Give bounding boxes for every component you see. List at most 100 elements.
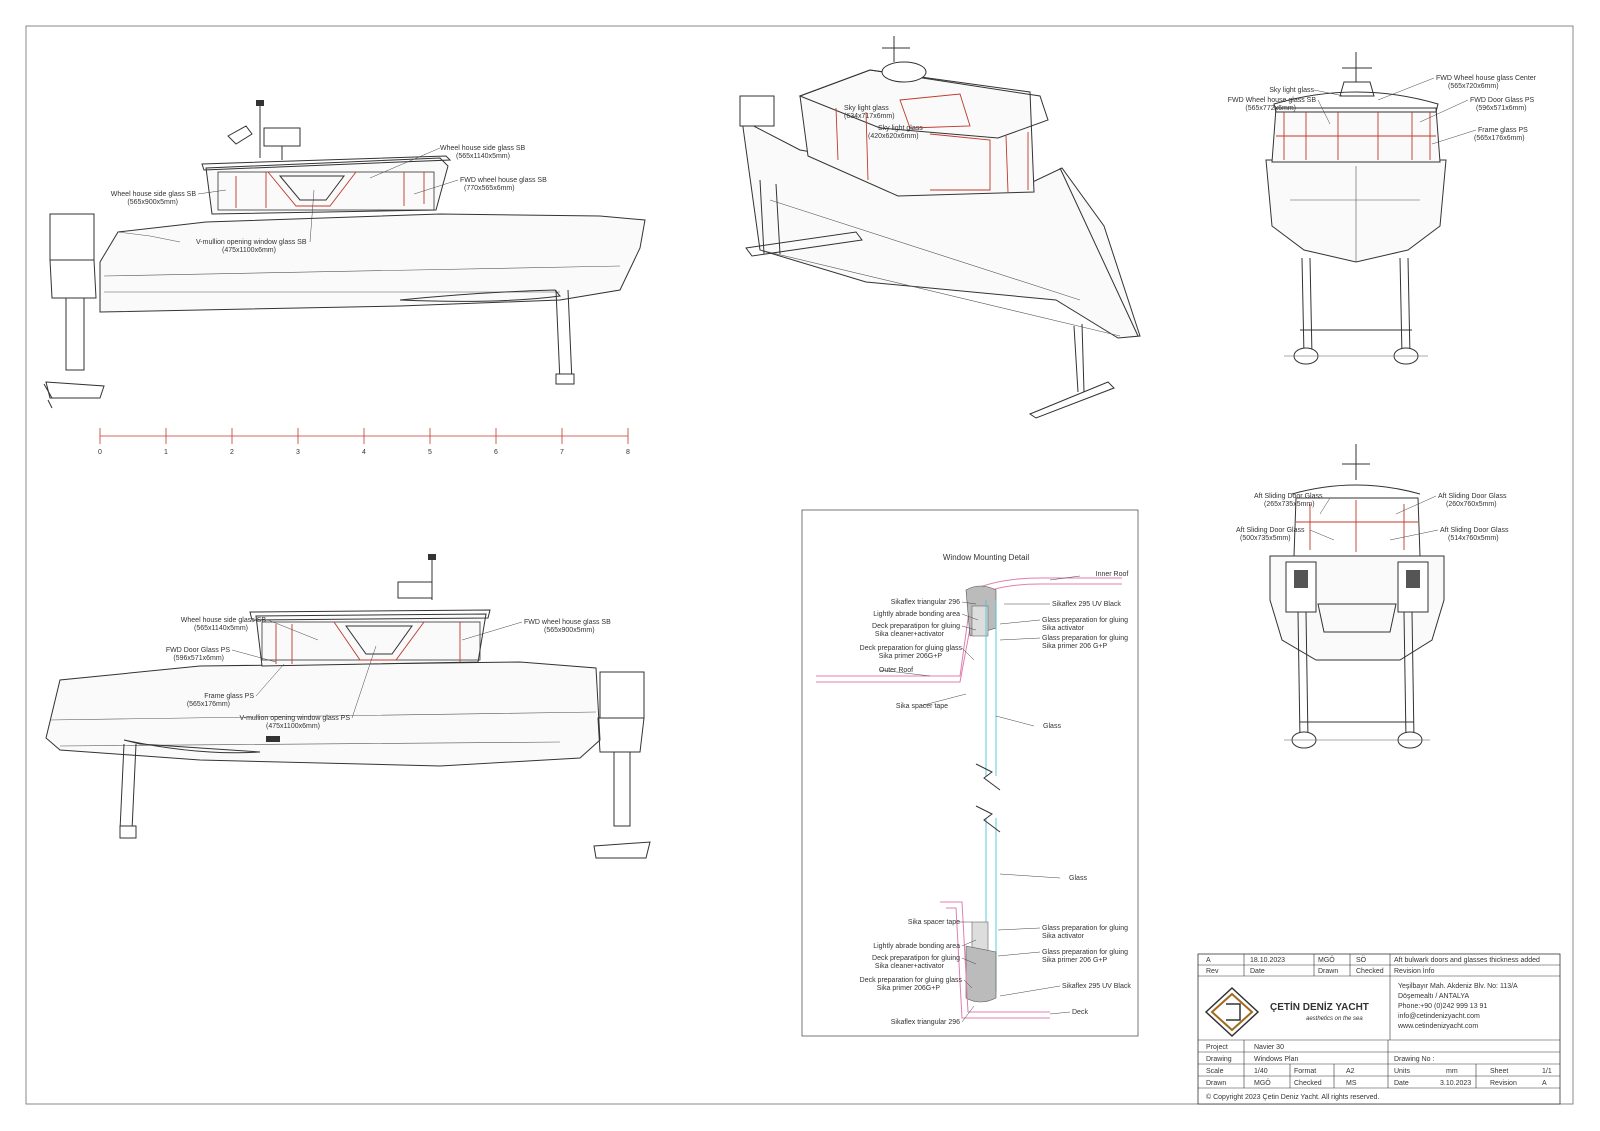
label-ps-1a: FWD wheel house glass SB (524, 619, 611, 626)
detail-title: Window Mounting Detail (943, 553, 1029, 562)
detail-label-21: Sika primer 206 G+P (1042, 957, 1107, 964)
label-aft-1a: Aft Sliding Door Glass (1438, 493, 1507, 500)
label-aft-3a: Aft Sliding Door Glass (1440, 527, 1509, 534)
label-persp-0a: Sky light glass (844, 105, 889, 112)
title-block: A 18.10.2023 MGÖ SÖ Aft bulwark doors an… (1197, 953, 1561, 1105)
detail-label-20: Glass preparation for gluing (1042, 949, 1128, 956)
label-sb-2a: FWD wheel house glass SB (460, 177, 547, 184)
tb-drawing-label: Drawing (1206, 1056, 1232, 1063)
label-sb-0a: Wheel house side glass SB (440, 145, 526, 152)
tb-sheet: 1/1 (1542, 1068, 1552, 1075)
detail-label-23: Sika cleaner+activator (875, 963, 945, 970)
detail-label-26: Sikaflex 295 UV Black (1062, 983, 1131, 990)
label-front-2a: FWD Wheel house glass SB (1228, 97, 1317, 104)
scale-tick-label: 1 (164, 449, 168, 456)
perspective-view (739, 36, 1141, 419)
label-ps-0a: Wheel house side glass SB (181, 617, 267, 624)
label-front-0a: FWD Wheel house glass Center (1436, 75, 1537, 82)
tb-checked: MS (1346, 1080, 1357, 1087)
tb-drawing-no-label: Drawing No : (1394, 1056, 1435, 1063)
detail-label-7: Sika cleaner+activator (875, 631, 945, 638)
side-view-ps (45, 554, 651, 859)
tb-date-label: Date (1394, 1080, 1409, 1087)
scale-tick-label: 7 (560, 449, 564, 456)
label-persp-1b: (420x620x6mm) (868, 133, 919, 140)
company-tagline: aesthetics on the sea (1306, 1016, 1363, 1022)
label-front-3b: (596x571x6mm) (1476, 105, 1527, 112)
side-view-sb (43, 100, 646, 409)
detail-label-0: Inner Roof (1096, 571, 1129, 578)
address-line-2: Phone:+90 (0)242 999 13 91 (1398, 1003, 1487, 1010)
label-front-1a: Sky light glass (1269, 87, 1314, 94)
address-line-4: www.cetindenizyacht.com (1397, 1023, 1478, 1030)
tb-units: mm (1446, 1068, 1458, 1075)
scale-tick-label: 5 (428, 449, 432, 456)
detail-label-11: Sika primer 206G+P (879, 653, 943, 660)
label-front-4a: Frame glass PS (1478, 127, 1528, 134)
detail-label-5: Sika activator (1042, 625, 1085, 632)
tb-units-label: Units (1394, 1068, 1410, 1075)
label-sb-3a: V-mullion opening window glass SB (196, 239, 307, 246)
tb-project: Navier 30 (1254, 1044, 1284, 1051)
tb-date: 3.10.2023 (1440, 1080, 1471, 1087)
sheet-border (25, 25, 1574, 1105)
tb-drawn-label: Drawn (1206, 1080, 1226, 1087)
tb-rev-drawn: MGÖ (1318, 956, 1335, 964)
detail-label-13: Sika spacer tape (896, 703, 948, 710)
detail-label-15: Glass (1069, 875, 1087, 882)
tb-format: A2 (1346, 1068, 1355, 1075)
detail-label-3: Lightly abrade bonding area (873, 611, 960, 618)
label-front-3a: FWD Door Glass PS (1470, 97, 1535, 104)
detail-label-12: Outer Roof (879, 667, 913, 674)
scale-tick-label: 8 (626, 449, 630, 456)
detail-label-22: Deck preparatipon for gluing (872, 955, 960, 962)
company-name: ÇETİN DENİZ YACHT (1270, 1000, 1369, 1013)
detail-label-1: Sikaflex triangular 296 (891, 599, 960, 606)
tb-revision: A (1542, 1080, 1547, 1087)
scale-tick-label: 4 (362, 449, 366, 456)
detail-label-14: Glass (1043, 723, 1061, 730)
label-sb-0b: (565x1140x5mm) (456, 153, 510, 160)
label-sb-3b: (475x1100x6mm) (222, 247, 276, 254)
tb-head-rev: Rev (1206, 968, 1219, 975)
tb-head-drawn: Drawn (1318, 968, 1338, 975)
label-sb-2b: (770x565x6mm) (464, 185, 515, 192)
detail-label-16: Sika spacer tape (908, 919, 960, 926)
front-view (1265, 52, 1447, 365)
tb-format-label: Format (1294, 1068, 1316, 1075)
label-ps-0b: (565x1140x5mm) (194, 625, 248, 632)
label-ps-2a: FWD Door Glass PS (166, 647, 231, 654)
label-ps-4b: (475x1100x6mm) (266, 723, 320, 730)
company-logo (1204, 986, 1260, 1038)
tb-scale-label: Scale (1206, 1068, 1224, 1075)
label-front-0b: (565x720x6mm) (1448, 83, 1499, 90)
label-sb-1b: (565x900x5mm) (127, 199, 178, 206)
detail-labels: Window Mounting Detail Inner Roof Sikafl… (860, 553, 1132, 1026)
tb-head-checked: Checked (1356, 968, 1384, 975)
detail-label-18: Sika activator (1042, 933, 1085, 940)
tb-sheet-label: Sheet (1490, 1068, 1508, 1075)
address-line-3: info@cetindenizyacht.com (1398, 1013, 1480, 1020)
detail-label-25: Sika primer 206G+P (877, 985, 941, 992)
tb-checked-label: Checked (1294, 1080, 1322, 1087)
tb-revision-label: Revision (1490, 1080, 1517, 1087)
label-ps-2b: (596x571x6mm) (173, 655, 224, 662)
window-mounting-detail (801, 509, 1139, 1037)
detail-label-19: Lightly abrade bonding area (873, 943, 960, 950)
detail-label-10: Deck preparation for gluing glass (860, 645, 963, 652)
detail-label-27: Deck (1072, 1009, 1088, 1016)
tb-scale: 1/40 (1254, 1068, 1268, 1075)
tb-drawing: Windows Plan (1254, 1056, 1298, 1063)
tb-head-info: Revision İnfo (1394, 966, 1435, 975)
label-persp-0b: (634x717x6mm) (844, 113, 895, 120)
label-ps-4a: V-mullion opening window glass PS (239, 715, 350, 722)
label-ps-3b: (565x176mm) (187, 701, 230, 708)
label-aft-0a: Aft Sliding Door Glass (1254, 493, 1323, 500)
aft-view (1269, 444, 1445, 749)
tb-copyright: © Copyright 2023 Çetin Deniz Yacht. All … (1206, 1093, 1379, 1101)
tb-rev: A (1206, 957, 1211, 964)
scale-tick-label: 3 (296, 449, 300, 456)
label-aft-3b: (514x760x5mm) (1448, 535, 1499, 542)
label-ps-1b: (565x900x5mm) (544, 627, 595, 634)
